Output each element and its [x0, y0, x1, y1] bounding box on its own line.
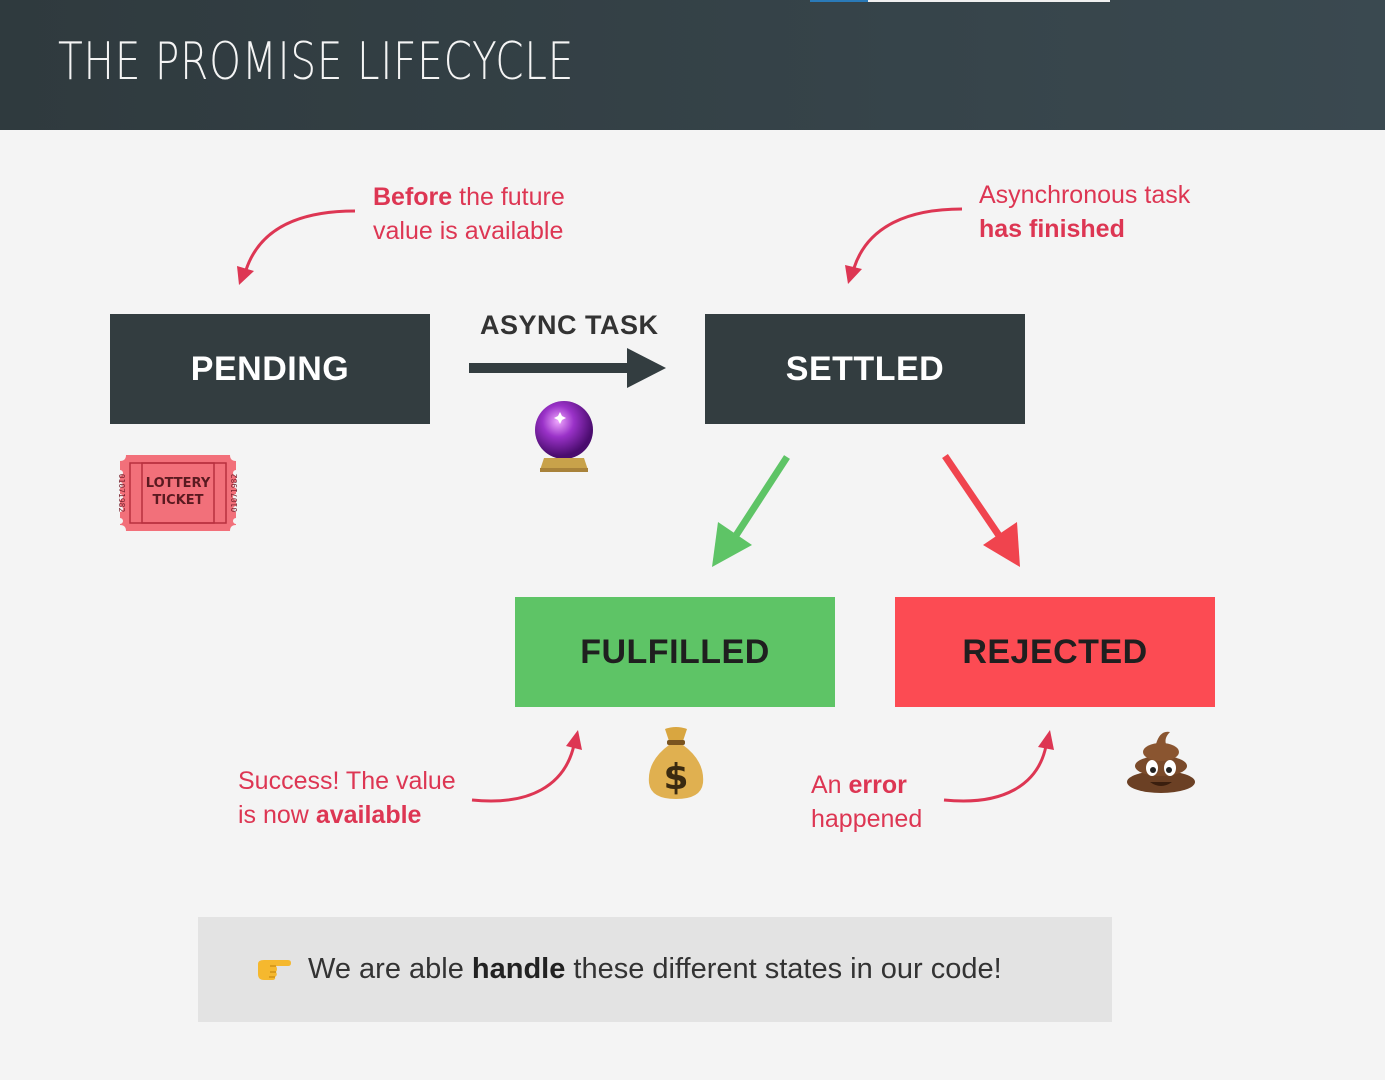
async-task-label: ASYNC TASK: [480, 310, 659, 340]
header-accent-highlight: [810, 0, 868, 2]
footer-prefix: We are able: [308, 953, 472, 985]
rejected-annotation-prefix: An: [811, 771, 849, 799]
settled-annotation-bold: has finished: [979, 215, 1125, 243]
ticket-serial-left: 01071982: [117, 473, 126, 513]
poop-icon: [1126, 728, 1196, 794]
pending-note-pointer: [237, 209, 356, 285]
settled-annotation: Asynchronous task has finished: [979, 178, 1190, 246]
rejected-annotation-line2: happened: [811, 805, 923, 833]
footer-bold: handle: [471, 953, 566, 985]
settled-annotation-line1: Asynchronous task: [979, 181, 1191, 209]
fulfilled-annotation-prefix: is now: [238, 801, 316, 829]
ticket-line2: TICKET: [152, 493, 204, 508]
header-bar: THE PROMISE LIFECYCLE: [0, 0, 1385, 130]
rejected-state-label: REJECTED: [962, 632, 1148, 671]
fulfilled-annotation: Success! The value is now available: [238, 764, 456, 832]
fulfilled-annotation-bold: available: [315, 801, 422, 829]
async-task-arrow: [469, 348, 666, 388]
settled-state-box: SETTLED: [705, 314, 1025, 424]
rejected-note-pointer: [943, 730, 1054, 803]
footer-suffix: these different states in our code!: [565, 953, 1002, 985]
fulfilled-note-pointer: [471, 730, 582, 803]
pending-state-label: PENDING: [190, 349, 350, 388]
crystal-ball-icon: [532, 400, 596, 472]
footer-message: We are able handle these different state…: [308, 953, 1002, 986]
fulfilled-annotation-line1: Success! The value: [238, 767, 456, 795]
rejected-annotation-bold: error: [848, 771, 907, 799]
fulfilled-state-label: FULFILLED: [580, 632, 770, 671]
svg-text:$: $: [663, 757, 688, 798]
rejected-annotation: An error happened: [811, 768, 922, 836]
footer-callout: We are able handle these different state…: [198, 917, 1112, 1022]
lottery-ticket-icon: LOTTERY TICKET 01071982 01071982: [117, 453, 239, 533]
ticket-serial-right: 01071982: [230, 473, 239, 513]
page-title: THE PROMISE LIFECYCLE: [58, 32, 575, 92]
ticket-line1: LOTTERY: [145, 476, 211, 491]
fulfilled-arrow: [712, 455, 790, 567]
rejected-arrow: [942, 454, 1020, 567]
fulfilled-state-box: FULFILLED: [515, 597, 835, 707]
pending-annotation-line2: value is available: [373, 217, 564, 245]
money-bag-icon: $: [645, 725, 707, 801]
pending-annotation-bold: Before: [373, 183, 453, 211]
pending-annotation: Before the future value is available: [373, 180, 565, 248]
pending-state-box: PENDING: [110, 314, 430, 424]
header-accent-line: [810, 0, 1110, 2]
settled-state-label: SETTLED: [785, 349, 945, 388]
settled-note-pointer: [845, 207, 963, 284]
rejected-state-box: REJECTED: [895, 597, 1215, 707]
pointing-hand-icon: [256, 956, 296, 984]
pending-annotation-line1: the future: [452, 183, 565, 211]
